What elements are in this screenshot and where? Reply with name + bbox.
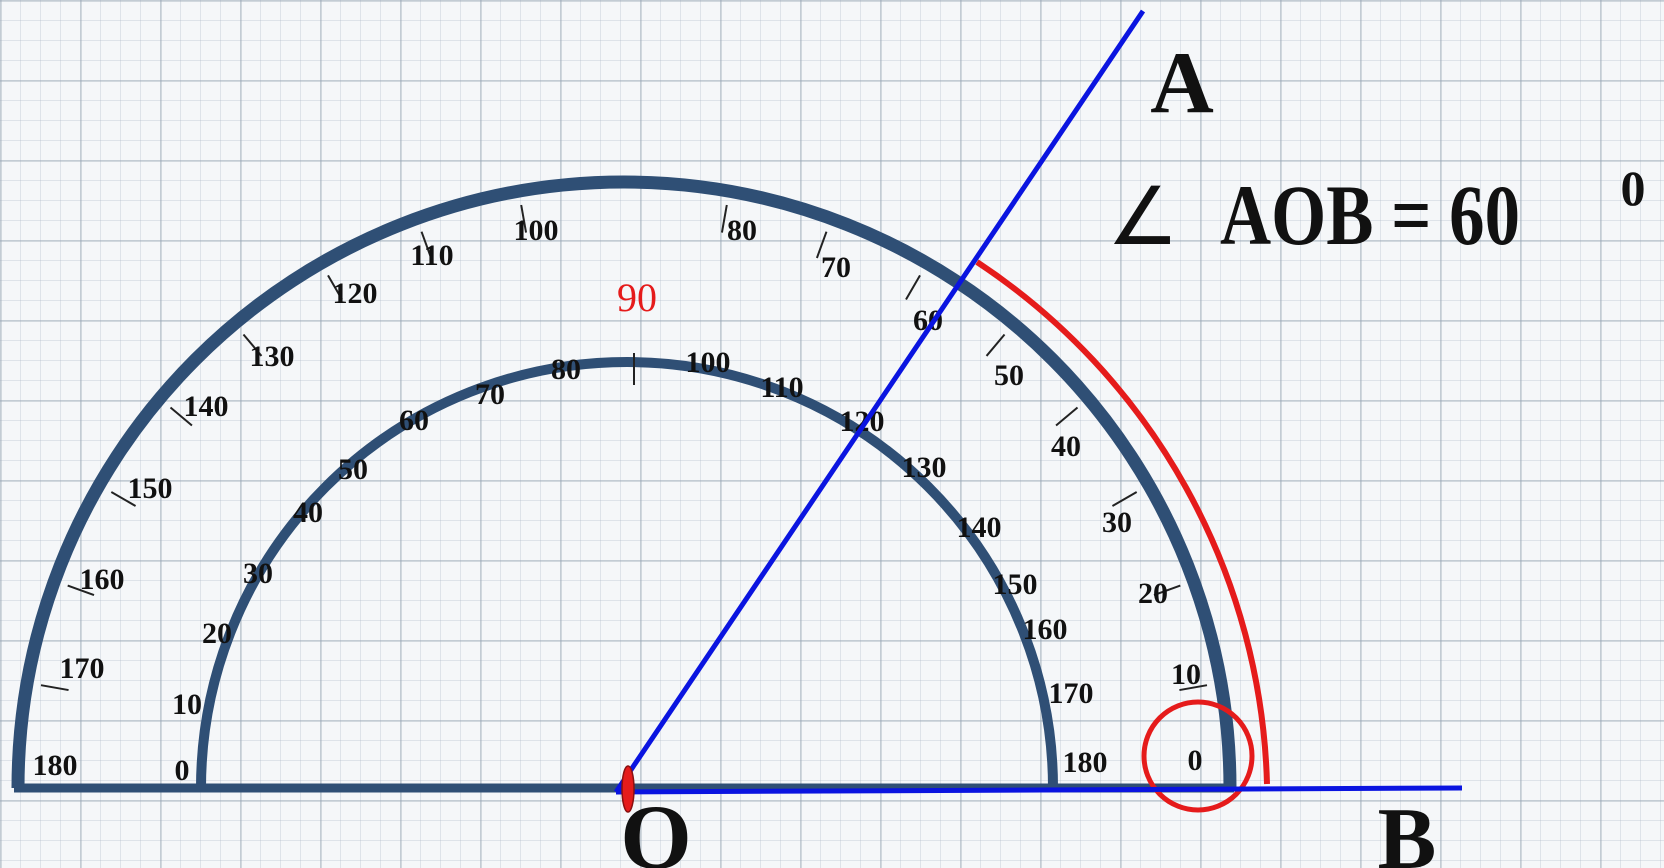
outer-label-50: 50 bbox=[994, 359, 1024, 392]
outer-tick bbox=[905, 274, 921, 301]
inner-label-20: 20 bbox=[202, 617, 232, 650]
angle-symbol: ∠ bbox=[1107, 174, 1179, 262]
outer-tick bbox=[327, 274, 343, 301]
point-b-label: B bbox=[1378, 791, 1437, 868]
outer-tick bbox=[110, 491, 137, 507]
outer-label-30: 30 bbox=[1102, 506, 1132, 539]
inner-scale-labels: 0 10 20 30 40 50 60 70 80 100 110 120 13… bbox=[172, 346, 1108, 787]
inner-label-140: 140 bbox=[957, 511, 1002, 544]
angle-equation-text: AOB = 60 bbox=[1220, 167, 1520, 263]
outer-tick bbox=[1179, 684, 1208, 692]
outer-tick bbox=[67, 584, 95, 597]
outer-tick bbox=[169, 406, 193, 427]
outer-label-140: 140 bbox=[184, 390, 229, 423]
zero-mark-circle bbox=[1141, 699, 1255, 813]
outer-label-0: 0 bbox=[1188, 744, 1203, 777]
outer-label-160: 160 bbox=[80, 563, 125, 596]
outer-tick bbox=[1055, 406, 1079, 427]
ray-ob bbox=[615, 785, 1463, 795]
outer-label-120: 120 bbox=[333, 277, 378, 310]
protractor-inner-arc bbox=[196, 357, 1058, 789]
outer-tick bbox=[815, 231, 828, 259]
outer-tick bbox=[1153, 584, 1181, 597]
inner-label-60: 60 bbox=[399, 404, 429, 437]
outer-label-40: 40 bbox=[1051, 430, 1081, 463]
inner-label-170: 170 bbox=[1049, 677, 1094, 710]
outer-label-130: 130 bbox=[250, 340, 295, 373]
inner-label-160: 160 bbox=[1023, 613, 1068, 646]
inner-label-50: 50 bbox=[338, 453, 368, 486]
angle-equation: ∠ AOB = 60 0 bbox=[1107, 160, 1645, 263]
vertex-marker bbox=[621, 765, 635, 813]
inner-label-40: 40 bbox=[293, 496, 323, 529]
ray-oa bbox=[613, 9, 1146, 794]
outer-tick bbox=[1111, 491, 1138, 507]
outer-label-180: 180 bbox=[33, 749, 78, 782]
outer-label-110: 110 bbox=[410, 239, 453, 272]
outer-label-80: 80 bbox=[727, 214, 757, 247]
inner-label-70: 70 bbox=[475, 378, 505, 411]
inner-label-0: 0 bbox=[175, 754, 190, 787]
outer-tick bbox=[985, 333, 1006, 357]
outer-label-100: 100 bbox=[514, 214, 559, 247]
inner-label-150: 150 bbox=[993, 568, 1038, 601]
protractor-outer-arc bbox=[11, 175, 1237, 789]
outer-label-150: 150 bbox=[128, 472, 173, 505]
outer-scale-ticks bbox=[40, 204, 1208, 692]
outer-tick bbox=[242, 333, 263, 357]
outer-tick bbox=[720, 204, 728, 233]
point-a-label: A bbox=[1150, 35, 1214, 132]
inner-label-80: 80 bbox=[551, 353, 581, 386]
inner-label-30: 30 bbox=[243, 557, 273, 590]
inner-label-120: 120 bbox=[840, 405, 885, 438]
inner-label-130: 130 bbox=[902, 451, 947, 484]
outer-label-170: 170 bbox=[60, 652, 105, 685]
inner-label-110: 110 bbox=[760, 371, 803, 404]
inner-label-100: 100 bbox=[686, 346, 731, 379]
outer-tick bbox=[40, 684, 69, 692]
center-label-90: 90 bbox=[617, 275, 657, 320]
outer-label-70: 70 bbox=[821, 251, 851, 284]
degree-superscript: 0 bbox=[1621, 160, 1646, 216]
measured-angle-arc bbox=[975, 259, 1270, 785]
outer-scale-labels: 180 170 160 150 140 130 120 110 100 90 8… bbox=[33, 214, 1203, 782]
outer-tick bbox=[420, 231, 433, 259]
inner-label-10: 10 bbox=[172, 688, 202, 721]
outer-tick bbox=[520, 204, 528, 233]
point-o-label: O bbox=[620, 786, 692, 868]
outer-label-20: 20 bbox=[1138, 577, 1168, 610]
outer-label-10: 10 bbox=[1171, 658, 1201, 691]
protractor: 180 170 160 150 140 130 120 110 100 90 8… bbox=[11, 175, 1237, 793]
inner-label-180: 180 bbox=[1063, 746, 1108, 779]
